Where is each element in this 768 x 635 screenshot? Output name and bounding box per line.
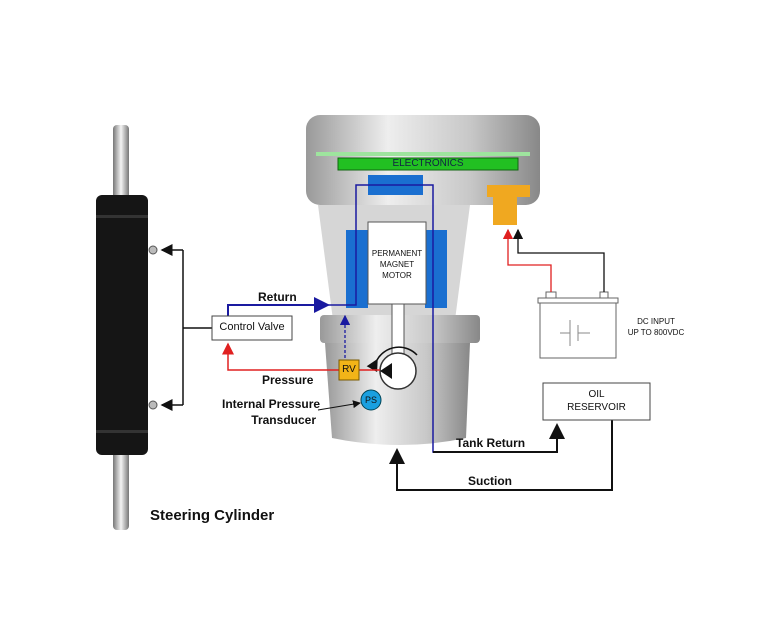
- electronics-bar: [337, 157, 519, 171]
- return-label: Return: [258, 290, 297, 304]
- dc-input-label-2: UP TO 800VDC: [627, 328, 685, 337]
- pressure-line: [222, 342, 340, 371]
- motor-label-2: MAGNET: [379, 260, 415, 269]
- electronics-label: ELECTRONICS: [392, 158, 464, 169]
- control-valve-label: Control Valve: [219, 321, 285, 333]
- dc-input-label-1: DC INPUT: [637, 317, 675, 326]
- motor-coils: [346, 175, 447, 308]
- transducer-label-1: Internal Pressure: [222, 397, 321, 411]
- rv-box: [338, 359, 360, 381]
- ps-sensor: [360, 389, 382, 411]
- connector: [487, 185, 530, 197]
- dc-negative-line: [512, 228, 605, 292]
- pressure-label: Pressure: [262, 373, 314, 387]
- oil-reservoir-box: [542, 382, 651, 421]
- motor-label-1: PERMANENT: [371, 249, 423, 258]
- motor-label-3: MOTOR: [382, 271, 412, 280]
- steering-cylinder-label: Steering Cylinder: [150, 507, 275, 524]
- oil-reservoir-label-2: RESERVOIR: [567, 402, 626, 413]
- motor-box: [367, 221, 427, 305]
- dc-positive-line: [502, 228, 552, 292]
- rv-label: RV: [342, 364, 356, 375]
- tank-return-label: Tank Return: [456, 436, 526, 450]
- cylinder-lines: [160, 244, 212, 411]
- oil-reservoir-label-1: OIL: [588, 389, 605, 400]
- return-line: [227, 297, 330, 316]
- steering-cylinder: [96, 125, 158, 530]
- control-valve-box: [211, 315, 293, 341]
- suction-line: [389, 420, 613, 491]
- transducer-label-2: Transducer: [251, 413, 316, 427]
- battery: [537, 291, 619, 359]
- suction-label: Suction: [468, 474, 512, 488]
- tank-return-line: [433, 423, 565, 453]
- ps-label: PS: [364, 395, 377, 405]
